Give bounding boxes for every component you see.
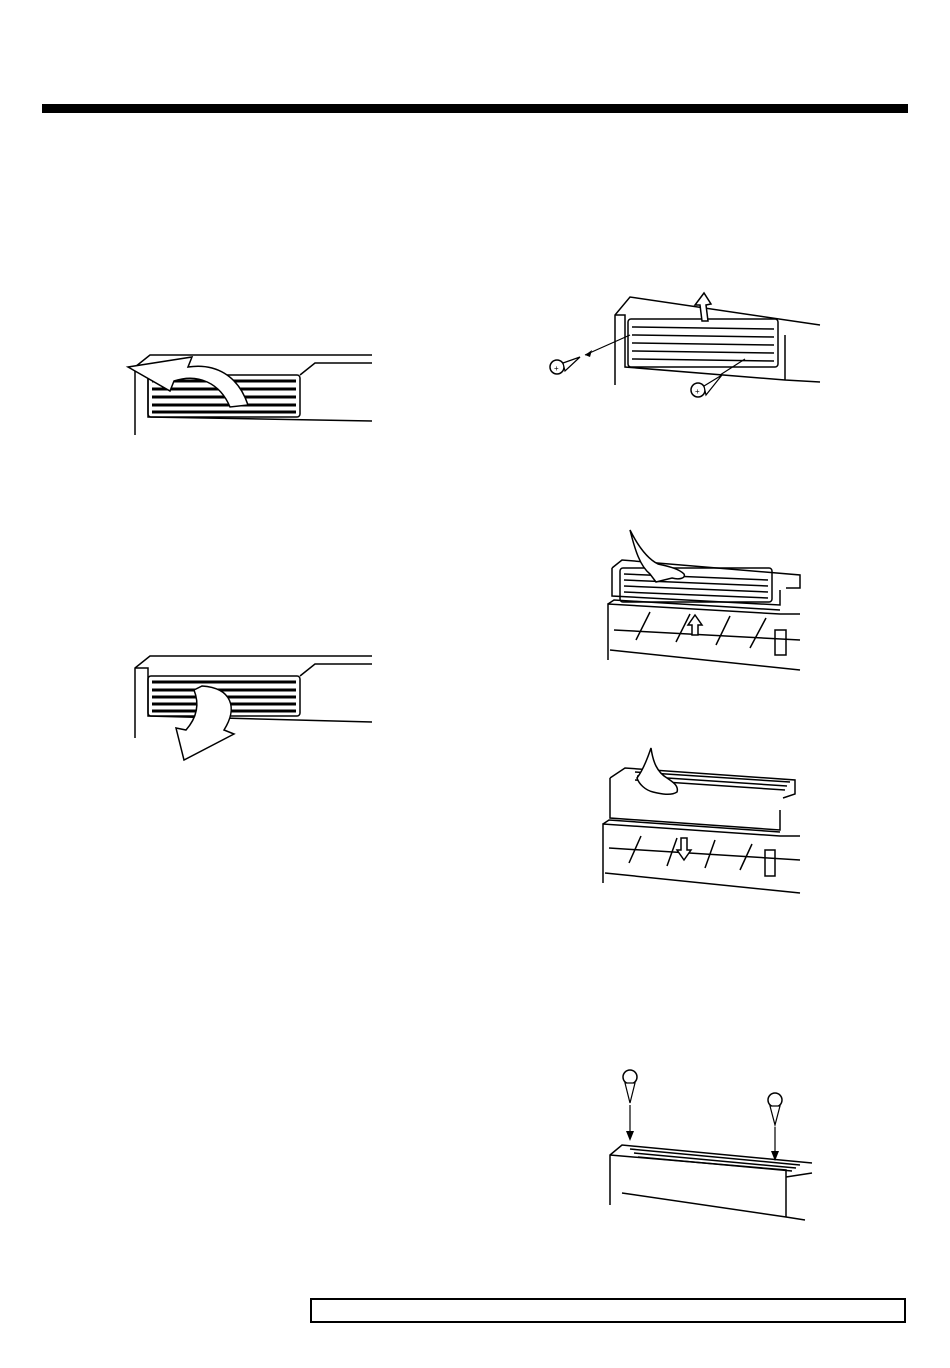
lift-grille-illustration [600, 530, 820, 680]
screw-icon: + [550, 335, 630, 374]
svg-text:+: + [695, 387, 700, 396]
louver-down-illustration [120, 650, 380, 765]
fig-open-louver-up [120, 345, 380, 445]
screw-icon [623, 1070, 637, 1141]
up-arrow-icon [688, 615, 702, 635]
fig-insert-screws [600, 1065, 820, 1230]
header-rule [42, 104, 908, 113]
push-grille-illustration [595, 748, 825, 898]
down-arrow-icon [677, 838, 691, 860]
fig-remove-screws: + + [540, 285, 830, 405]
footer-box [310, 1298, 906, 1323]
fig-lift-grille-up [600, 530, 820, 680]
louver-up-illustration [120, 345, 380, 445]
screw-icon [768, 1093, 782, 1161]
fig-open-louver-down [120, 650, 380, 765]
fig-push-grille-down [595, 748, 825, 898]
insert-screws-illustration [600, 1065, 820, 1230]
remove-screws-illustration: + + [540, 285, 830, 405]
screw-icon: + [691, 359, 745, 397]
svg-text:+: + [554, 364, 559, 373]
